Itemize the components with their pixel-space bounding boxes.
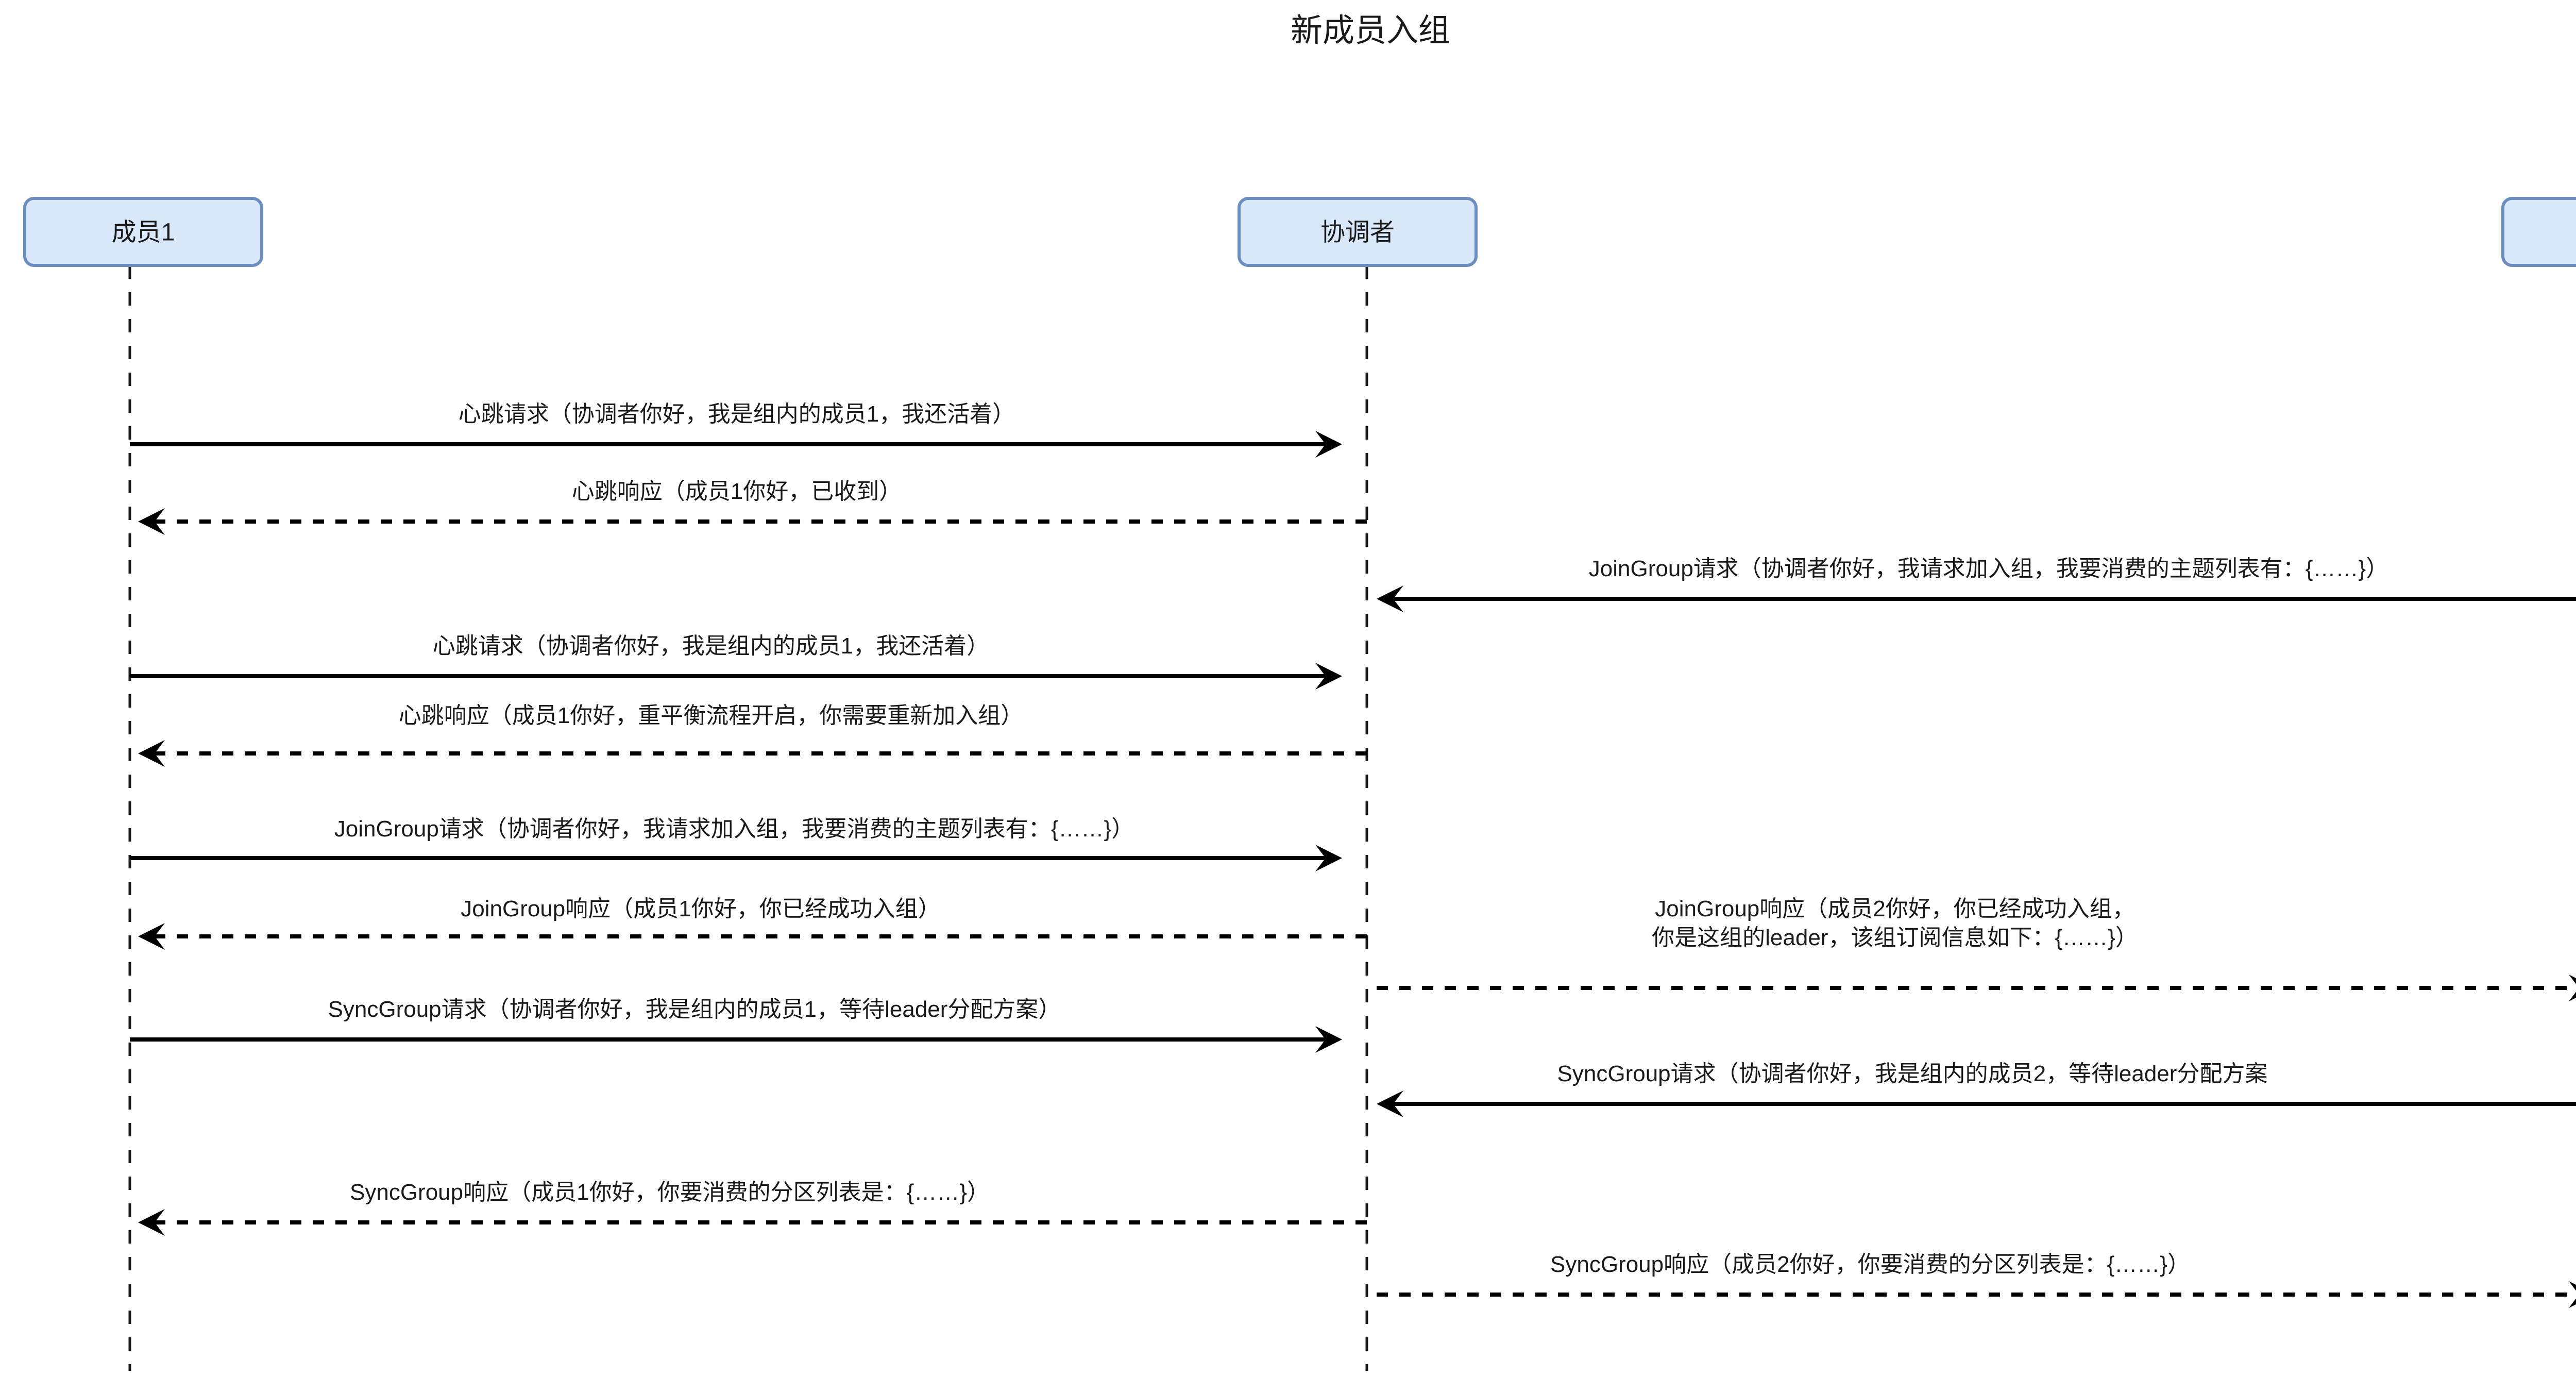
message-arrowhead-1 — [1315, 431, 1342, 458]
message-label-11: SyncGroup响应（成员1你好，你要消费的分区列表是：{……}） — [350, 1180, 990, 1205]
message-arrowhead-10 — [1377, 1090, 1403, 1117]
message-label-line: SyncGroup请求（协调者你好，我是组内的成员2，等待leader分配方案 — [1557, 1061, 2268, 1086]
message-label-line: 你是这组的leader，该组订阅信息如下：{……}） — [1652, 925, 2138, 950]
message-label-8: JoinGroup响应（成员2你好，你已经成功入组， 你是这组的leader，该组… — [1652, 896, 2138, 950]
message-label-12: SyncGroup响应（成员2你好，你要消费的分区列表是：{……}） — [1550, 1252, 2190, 1277]
message-arrowhead-9 — [1315, 1026, 1342, 1053]
message-arrowhead-11 — [138, 1209, 165, 1236]
message-label-line: 心跳响应（成员1你好，已收到） — [572, 479, 902, 504]
message-arrowhead-5 — [138, 740, 165, 767]
message-label-10: SyncGroup请求（协调者你好，我是组内的成员2，等待leader分配方案 — [1557, 1061, 2268, 1086]
message-label-line: 心跳请求（协调者你好，我是组内的成员1，我还活着） — [433, 633, 989, 659]
message-label-line: SyncGroup响应（成员1你好，你要消费的分区列表是：{……}） — [350, 1180, 990, 1205]
message-label-1: 心跳请求（协调者你好，我是组内的成员1，我还活着） — [459, 401, 1015, 427]
message-arrowhead-3 — [1377, 585, 1403, 612]
message-label-9: SyncGroup请求（协调者你好，我是组内的成员1，等待leader分配方案） — [328, 997, 1061, 1022]
actors-group: 成员1 协调者 成员2 — [23, 197, 2576, 267]
actor-box-coordinator[interactable] — [1238, 197, 1478, 267]
message-label-line: 心跳请求（协调者你好，我是组内的成员1，我还活着） — [459, 401, 1015, 427]
message-label-line: SyncGroup请求（协调者你好，我是组内的成员1，等待leader分配方案） — [328, 997, 1061, 1022]
message-arrowhead-8 — [2569, 975, 2576, 1001]
message-label-line: SyncGroup响应（成员2你好，你要消费的分区列表是：{……}） — [1550, 1252, 2190, 1277]
message-label-line: JoinGroup请求（协调者你好，我请求加入组，我要消费的主题列表有：{……}… — [1589, 556, 2388, 581]
message-label-line: JoinGroup响应（成员2你好，你已经成功入组， — [1655, 896, 2134, 921]
actor-member2[interactable]: 成员2 — [2501, 197, 2576, 267]
message-arrowhead-2 — [138, 508, 165, 535]
actor-box-member1[interactable] — [23, 197, 263, 267]
message-label-line: 心跳响应（成员1你好，重平衡流程开启，你需要重新加入组） — [399, 703, 1023, 728]
message-label-5: 心跳响应（成员1你好，重平衡流程开启，你需要重新加入组） — [399, 703, 1023, 728]
actor-box-member2[interactable] — [2501, 197, 2576, 267]
actor-member1[interactable]: 成员1 — [23, 197, 263, 267]
message-arrowhead-6 — [1315, 845, 1342, 871]
messages-group — [130, 431, 2576, 1308]
actor-label-member1: 成员1 — [112, 219, 175, 246]
message-labels-group: 心跳请求（协调者你好，我是组内的成员1，我还活着） 心跳响应（成员1你好，已收到）… — [328, 401, 2389, 1277]
message-label-3: JoinGroup请求（协调者你好，我请求加入组，我要消费的主题列表有：{……}… — [1589, 556, 2388, 581]
message-label-line: JoinGroup响应（成员1你好，你已经成功入组） — [461, 896, 940, 921]
actor-label-coordinator: 协调者 — [1320, 219, 1395, 246]
page-title: 新成员入组 — [1291, 13, 1450, 48]
lifelines-group — [128, 265, 1368, 1371]
message-arrowhead-7 — [138, 923, 165, 950]
message-label-4: 心跳请求（协调者你好，我是组内的成员1，我还活着） — [433, 633, 989, 659]
message-arrowhead-12 — [2569, 1281, 2576, 1308]
message-label-7: JoinGroup响应（成员1你好，你已经成功入组） — [461, 896, 940, 921]
actor-coordinator[interactable]: 协调者 — [1238, 197, 1478, 267]
message-label-2: 心跳响应（成员1你好，已收到） — [572, 479, 902, 504]
message-arrowhead-4 — [1315, 663, 1342, 690]
message-label-line: JoinGroup请求（协调者你好，我请求加入组，我要消费的主题列表有：{……}… — [334, 816, 1134, 842]
message-label-6: JoinGroup请求（协调者你好，我请求加入组，我要消费的主题列表有：{……}… — [334, 816, 1134, 842]
